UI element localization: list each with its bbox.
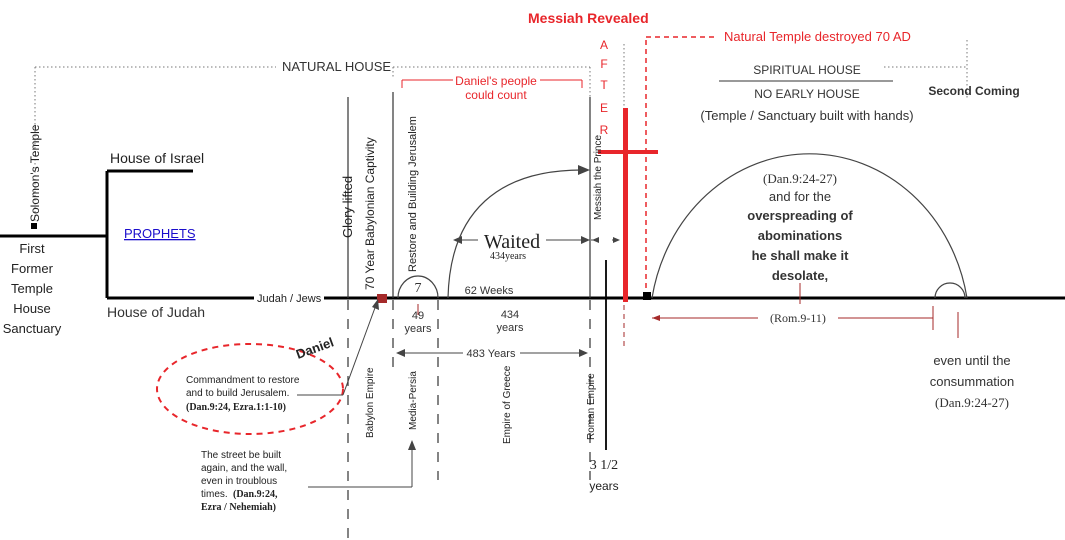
arrow-heads [372,236,620,450]
commandment-ellipse [156,343,344,435]
street-line: even in troublous [201,476,277,487]
desolation-marker [643,292,651,300]
red-cross [598,108,658,302]
first-house-text: First Former Temple House Sanctuary [3,241,62,336]
captivity-label: 70 Year Babylonian Captivity [363,137,377,290]
natural-house-label: NATURAL HOUSE [282,59,391,74]
babylon-empire-label: Babylon Empire [365,367,376,438]
commandment-ref: (Dan.9:24, Ezra.1:1-10) [186,402,286,413]
years-a-label: years [405,323,432,335]
arrows [297,239,619,488]
consummation-label: consummation [930,374,1015,389]
street-line: The street be built [201,450,281,461]
after-letter: F [600,57,607,71]
house-of-israel-label: House of Israel [110,150,204,166]
dashed-era-lines [347,300,591,540]
waited-label: Waited [484,231,540,253]
street-ref-2: Ezra / Nehemiah) [201,502,276,513]
desolation-text: overspreading of abominations he shall m… [747,208,853,283]
sixty-two-weeks-label: 62 Weeks [465,285,514,297]
restore-building-label: Restore and Building Jerusalem [407,116,419,272]
first-line: Sanctuary [3,321,62,336]
house-of-judah-label: House of Judah [107,304,205,320]
judah-jews-bg [254,291,324,305]
desolation-line: abominations [758,228,843,243]
waited-years-label: 434years [490,251,526,262]
first-line: Former [11,261,54,276]
street-line: times. [201,489,228,500]
first-line: House [13,301,51,316]
after-letter: R [600,123,609,137]
street-ref-1: (Dan.9:24, [233,489,278,500]
temple-destroyed-label: Natural Temple destroyed 70 AD [724,29,911,44]
second-coming-label: Second Coming [928,84,1019,98]
messiah-revealed: Messiah Revealed [528,10,649,26]
desolation-line: he shall make it [752,248,849,263]
daniels-people-bracket [401,79,583,88]
judah-jews-label: Judah / Jews [257,293,322,305]
messiah-prince-label: Messiah the Prince [593,135,604,220]
solomons-temple-label: Solomon's Temple [28,124,42,222]
forty-nine-label: 49 [412,310,424,322]
even-until-label: even until the [933,353,1010,368]
first-line: Temple [11,281,53,296]
years-c-label: years [589,479,618,493]
years-b-label: years [497,322,524,334]
roman-empire-label: Roman Empire [586,373,597,440]
glory-lifted-label: Glory lifted [340,176,355,238]
commandment-text: Commandment to restore and to build Jeru… [186,375,300,399]
commandment-line: and to build Jerusalem. [186,388,289,399]
after-letter: T [600,78,608,92]
after-letter: E [600,101,608,115]
dan-ref-label: (Dan.9:24-27) [763,171,837,186]
prophets-link[interactable]: PROPHETS [124,226,196,241]
commandment-line: Commandment to restore [186,375,300,386]
rom-bracket [417,283,959,347]
media-persia-label: Media-Persia [408,371,419,430]
street-text: The street be built again, and the wall,… [201,450,287,500]
seven-label: 7 [415,281,422,296]
dan-ref-2-label: (Dan.9:24-27) [935,395,1009,410]
arc-arrowhead [578,165,590,175]
street-line: again, and the wall, [201,463,287,474]
era-lines [347,92,591,298]
four-thirty-four-label: 434 [501,309,519,321]
after-letters: A F T E R [600,38,609,137]
spiritual-house-label: SPIRITUAL HOUSE [753,63,861,77]
daniels-people-line2: could count [465,88,527,102]
empire-greece-label: Empire of Greece [502,365,513,444]
commandment-marker [377,294,387,303]
rom-ref-label: (Rom.9-11) [770,311,826,325]
solomon-marker [31,223,37,229]
vertical-labels: Glory lifted 70 Year Babylonian Captivit… [340,116,604,444]
daniels-people-line1: Daniel's people [455,74,537,88]
three-half-label: 3 1/2 [590,458,618,473]
first-line: First [19,241,45,256]
after-letter: A [600,38,608,52]
four-eighty-three-label: 483 Years [467,348,516,360]
temple-hands-label: (Temple / Sanctuary built with hands) [700,108,913,123]
desolation-line: desolate, [772,268,828,283]
and-for-the-label: and for the [769,189,831,204]
arcs [397,153,968,299]
desolation-line: overspreading of [747,208,853,223]
no-early-house-label: NO EARLY HOUSE [754,87,860,101]
